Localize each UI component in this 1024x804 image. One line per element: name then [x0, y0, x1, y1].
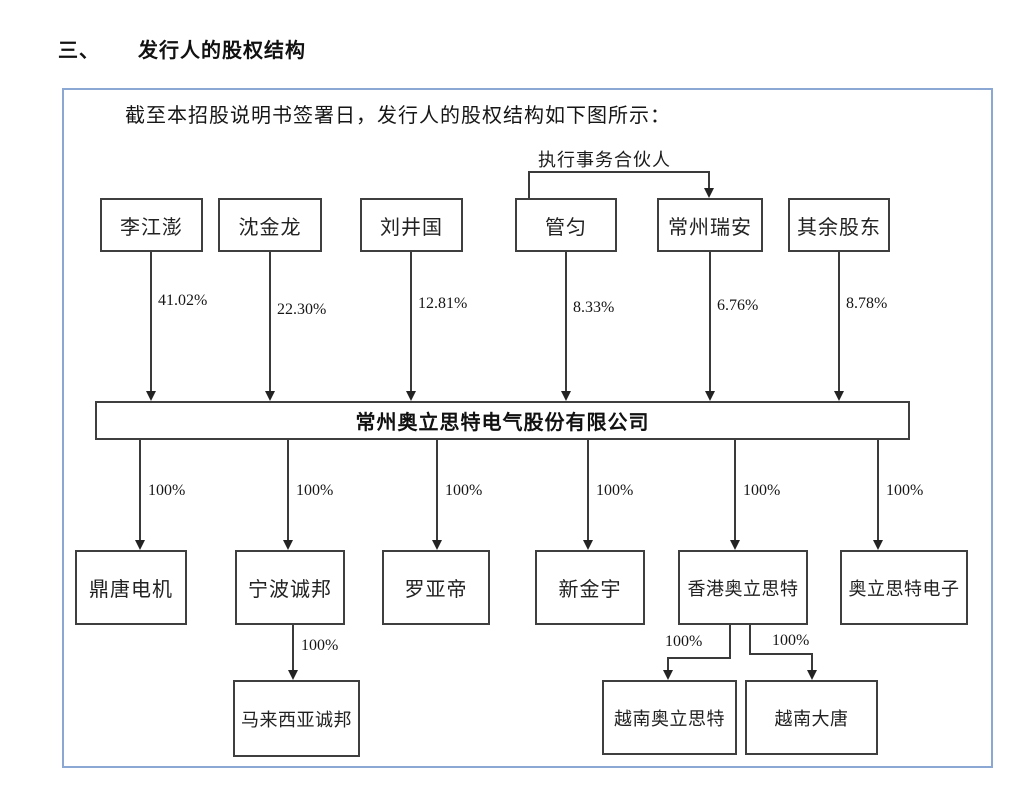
executive-partner-connector-horizontal: [529, 171, 710, 173]
grandchild-line-3a: [749, 625, 751, 655]
grandchild-line-3b: [749, 653, 813, 655]
shareholder-pct-2: 22.30%: [277, 301, 327, 318]
shareholder-box-3: 刘井国: [360, 198, 463, 252]
shareholder-box-5: 常州瑞安: [657, 198, 763, 252]
grandchild-pct-1: 100%: [301, 637, 339, 654]
shareholder-line-2: [269, 252, 271, 391]
grandchild-line-2b: [667, 657, 731, 659]
shareholder-pct-4: 8.33%: [573, 299, 615, 316]
intro-text: 截至本招股说明书签署日，发行人的股权结构如下图所示：: [125, 105, 671, 127]
subsidiary-arrow-1: [135, 540, 145, 550]
subsidiary-pct-6: 100%: [886, 482, 924, 499]
subsidiary-arrow-6: [873, 540, 883, 550]
grandchild-box-3: 越南大唐: [745, 680, 878, 755]
shareholder-arrow-3: [406, 391, 416, 401]
subsidiary-pct-2: 100%: [296, 482, 334, 499]
company-box: 常州奥立思特电气股份有限公司: [95, 401, 910, 440]
shareholder-pct-1: 41.02%: [158, 292, 208, 309]
subsidiary-box-1: 鼎唐电机: [75, 550, 187, 625]
grandchild-arrow-1: [288, 670, 298, 680]
shareholder-pct-5: 6.76%: [717, 297, 759, 314]
grandchild-pct-3: 100%: [772, 632, 810, 649]
shareholder-arrow-5: [705, 391, 715, 401]
subsidiary-pct-5: 100%: [743, 482, 781, 499]
subsidiary-pct-4: 100%: [596, 482, 634, 499]
shareholder-box-2: 沈金龙: [218, 198, 322, 252]
grandchild-line-2c: [667, 657, 669, 671]
subsidiary-box-5: 香港奥立思特: [678, 550, 808, 625]
shareholder-arrow-2: [265, 391, 275, 401]
subsidiary-box-2: 宁波诚邦: [235, 550, 345, 625]
subsidiary-arrow-2: [283, 540, 293, 550]
shareholder-pct-3: 12.81%: [418, 295, 468, 312]
executive-partner-connector-left: [528, 171, 530, 198]
subsidiary-arrow-5: [730, 540, 740, 550]
subsidiary-line-1: [139, 440, 141, 541]
shareholder-box-6: 其余股东: [788, 198, 890, 252]
subsidiary-line-4: [587, 440, 589, 541]
shareholder-arrow-1: [146, 391, 156, 401]
grandchild-box-1: 马来西亚诚邦: [233, 680, 360, 757]
subsidiary-pct-3: 100%: [445, 482, 483, 499]
subsidiary-box-6: 奥立思特电子: [840, 550, 968, 625]
subsidiary-line-3: [436, 440, 438, 541]
subsidiary-box-3: 罗亚帝: [382, 550, 490, 625]
grandchild-line-3c: [811, 653, 813, 671]
grandchild-box-2: 越南奥立思特: [602, 680, 737, 755]
shareholder-line-3: [410, 252, 412, 391]
shareholder-box-1: 李江澎: [100, 198, 203, 252]
shareholder-arrow-6: [834, 391, 844, 401]
grandchild-arrow-3: [807, 670, 817, 680]
shareholder-box-4: 管匀: [515, 198, 617, 252]
shareholder-line-5: [709, 252, 711, 391]
shareholder-arrow-4: [561, 391, 571, 401]
executive-partner-connector-right: [708, 171, 710, 189]
subsidiary-line-6: [877, 440, 879, 541]
shareholder-pct-6: 8.78%: [846, 295, 888, 312]
grandchild-pct-2: 100%: [665, 633, 703, 650]
shareholder-line-1: [150, 252, 152, 391]
section-heading: 三、 发行人的股权结构: [58, 34, 306, 63]
subsidiary-arrow-3: [432, 540, 442, 550]
section-number: 三、: [58, 40, 100, 62]
grandchild-line-1: [292, 625, 294, 671]
executive-partner-arrow-head: [704, 188, 714, 198]
executive-partner-label: 执行事务合伙人: [538, 150, 671, 170]
section-title: 发行人的股权结构: [138, 40, 306, 62]
subsidiary-line-5: [734, 440, 736, 541]
subsidiary-pct-1: 100%: [148, 482, 186, 499]
shareholder-line-6: [838, 252, 840, 391]
shareholder-line-4: [565, 252, 567, 391]
subsidiary-arrow-4: [583, 540, 593, 550]
grandchild-line-2a: [729, 625, 731, 659]
subsidiary-box-4: 新金宇: [535, 550, 645, 625]
grandchild-arrow-2: [663, 670, 673, 680]
subsidiary-line-2: [287, 440, 289, 541]
